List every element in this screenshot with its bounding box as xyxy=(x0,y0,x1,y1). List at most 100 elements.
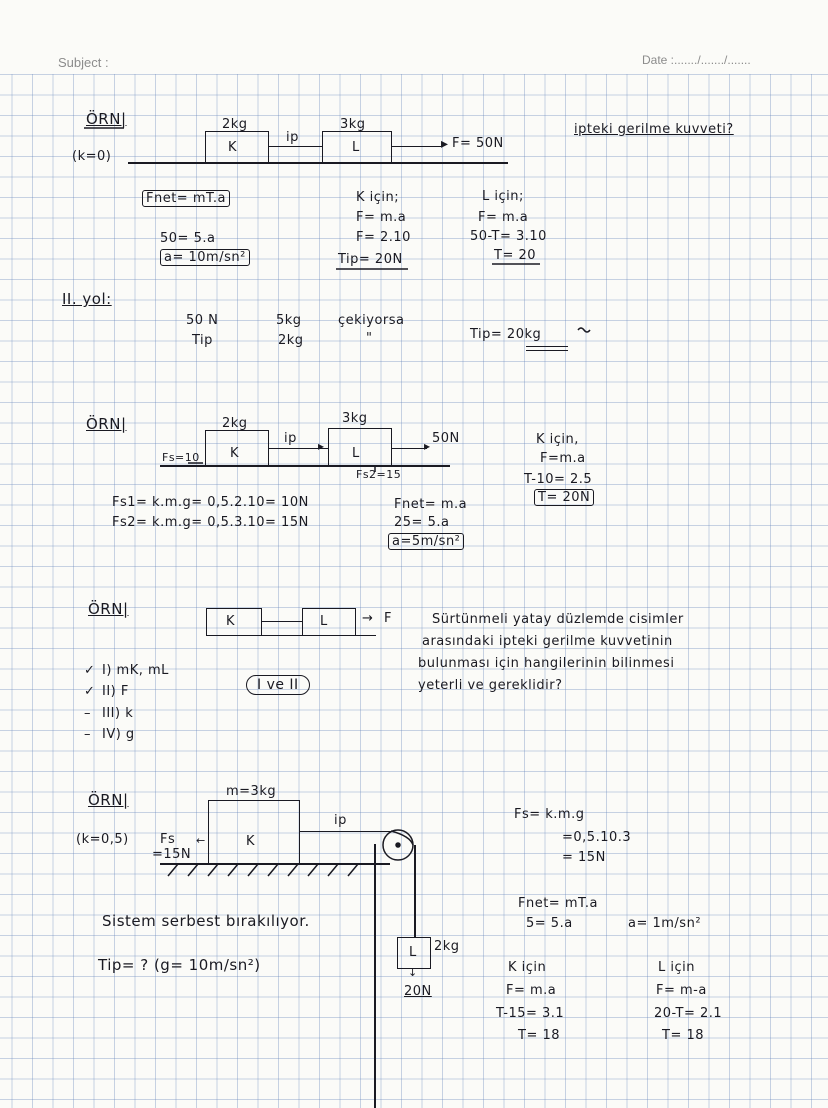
example2-friction-k: Fs=10 xyxy=(162,451,200,464)
subject-label: Subject : xyxy=(58,55,109,70)
example4-block-k-label: K xyxy=(246,834,256,849)
example1-rope-label: ip xyxy=(286,130,299,145)
example2-k-result: T= 20N xyxy=(534,489,595,506)
example1-heading: ÖRN| xyxy=(86,110,127,128)
example3-option3: III) k xyxy=(102,706,134,721)
example1-mass-l: 3kg xyxy=(340,117,366,132)
example3-option4: IV) g xyxy=(102,727,135,742)
method2-total-mass: 5kg xyxy=(276,313,302,328)
example4-table-edge xyxy=(374,844,376,1108)
example4-mass: m=3kg xyxy=(226,784,277,799)
example3-block-l xyxy=(302,608,356,636)
example4-friction-arrow-icon: ← xyxy=(196,834,206,847)
example3-option1: I) mK, mL xyxy=(102,663,169,678)
pulley-icon xyxy=(382,829,414,861)
example1-l-result: T= 20 xyxy=(494,248,537,263)
method2-tension: Tip xyxy=(192,333,213,348)
example1-fnet: Fnet= mT.a xyxy=(142,190,230,207)
example3-block-l-label: L xyxy=(320,614,328,629)
example4-hanging-weight: 20N xyxy=(404,984,432,999)
example4-rope-label: ip xyxy=(334,813,347,828)
date-label: Date :......./......./....... xyxy=(642,53,751,67)
example2-block-k-label: K xyxy=(230,446,240,461)
example1-force-label: F= 50N xyxy=(452,136,504,151)
example4-acceleration: a= 1m/sn² xyxy=(628,916,702,931)
example2-force-label: 50N xyxy=(432,431,460,446)
example1-friction: (k=0) xyxy=(72,149,112,164)
example4-friction-eq3: = 15N xyxy=(562,850,606,865)
example1-force-arrow-icon: ▸ xyxy=(441,136,449,152)
method2-force: 50 N xyxy=(186,313,219,328)
example3-force-label: F xyxy=(384,611,392,626)
example1-k-result: Tip= 20N xyxy=(338,252,403,267)
example4-table-surface xyxy=(160,863,390,865)
example4-hanging-block-label: L xyxy=(409,945,417,960)
example2-k-line1: F=m.a xyxy=(540,451,586,466)
example4-friction-eq2: =0,5.10.3 xyxy=(562,830,632,845)
example4-fnet: Fnet= mT.a xyxy=(518,896,598,911)
example3-check2-icon: ✓ xyxy=(84,684,96,699)
example2-fnet: Fnet= m.a xyxy=(394,497,468,512)
example2-friction-l: Fs2=15 xyxy=(356,468,402,481)
example4-rope-vertical xyxy=(414,845,416,937)
example4-weight-arrow-icon: ↓ xyxy=(408,966,418,979)
example2-ground xyxy=(160,465,450,467)
example1-k-line1: F= m.a xyxy=(356,210,407,225)
example4-friction-value: =15N xyxy=(152,847,192,862)
example4-friction-eq1: Fs= k.m.g xyxy=(514,807,585,822)
example2-force-shaft xyxy=(391,448,427,450)
example2-friction-eq2: Fs2= k.m.g= 0,5.3.10= 15N xyxy=(112,515,309,530)
example3-answer: I ve II xyxy=(246,675,310,695)
example3-heading: ÖRN| xyxy=(88,600,129,618)
example2-rope xyxy=(268,448,328,450)
example1-force-shaft xyxy=(391,146,441,148)
method2-squiggle xyxy=(577,327,591,333)
example4-hanging-block xyxy=(397,937,431,969)
example1-k-title: K için; xyxy=(356,190,400,205)
example3-question-line3: bulunması için hangilerinin bilinmesi xyxy=(418,656,675,671)
table-hatching xyxy=(167,863,359,877)
example4-l-line2: 20-T= 2.1 xyxy=(654,1006,723,1021)
example3-rope xyxy=(262,621,302,623)
example2-rope-arrow-icon: ▸ xyxy=(318,439,325,453)
example2-mass-l: 3kg xyxy=(342,411,368,426)
example3-dash4-icon: – xyxy=(84,727,91,742)
example2-k-line2: T-10= 2.5 xyxy=(524,472,593,487)
method2-result-underline2 xyxy=(526,350,568,352)
pulley-rope xyxy=(390,830,414,846)
method2-ditto: " xyxy=(366,331,373,346)
example2-k-title: K için, xyxy=(536,432,579,447)
example2-block-l xyxy=(328,428,392,466)
example3-question-line4: yeterli ve gereklidir? xyxy=(418,678,563,693)
example1-l-line2: 50-T= 3.10 xyxy=(470,229,547,244)
example1-eq1: 50= 5.a xyxy=(160,231,216,246)
example1-acceleration: a= 10m/sn² xyxy=(160,249,250,266)
example3-dash3-icon: – xyxy=(84,706,91,721)
example4-hanging-mass: 2kg xyxy=(434,939,460,954)
example4-k-line1: F= m.a xyxy=(506,983,557,998)
example1-rope xyxy=(268,146,322,148)
example2-acceleration: a=5m/sn² xyxy=(388,533,465,550)
example1-k-line2: F= 2.10 xyxy=(356,230,411,245)
method2-heading: II. yol: xyxy=(62,290,112,308)
example2-fnet-eq: 25= 5.a xyxy=(394,515,450,530)
example2-mass-k: 2kg xyxy=(222,416,248,431)
example4-friction-label: Fs xyxy=(160,832,176,847)
example1-ground xyxy=(128,162,508,164)
example4-k-line2: T-15= 3.1 xyxy=(496,1006,565,1021)
example4-l-line1: F= m-a xyxy=(656,983,707,998)
method2-mass: 2kg xyxy=(278,333,304,348)
example4-heading: ÖRN| xyxy=(88,791,129,809)
example2-block-l-label: L xyxy=(352,446,360,461)
method2-result-underline xyxy=(526,346,568,348)
example2-heading: ÖRN| xyxy=(86,415,127,433)
example4-friction-coefficient: (k=0,5) xyxy=(76,832,129,847)
example3-block-k-label: K xyxy=(226,614,236,629)
example1-question: ipteki gerilme kuvveti? xyxy=(574,122,734,137)
example3-force-arrow-icon: → xyxy=(362,611,374,626)
example4-k-result: T= 18 xyxy=(518,1028,561,1043)
example1-l-title: L için; xyxy=(482,189,524,204)
example4-l-title: L için xyxy=(658,960,695,975)
example1-mass-k: 2kg xyxy=(222,117,248,132)
